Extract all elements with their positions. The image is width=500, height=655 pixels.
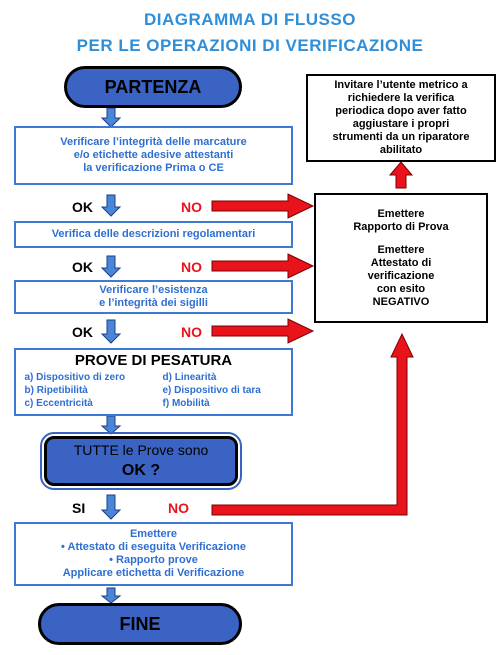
weighing-tests-title: PROVE DI PESATURA (74, 352, 233, 369)
down-arrow-7 (100, 587, 122, 604)
negative-line5: verificazione (367, 269, 435, 282)
step-check-markings: Verificare l’integrità delle marcature e… (14, 126, 293, 185)
down-arrow-2 (100, 194, 122, 217)
decision-question: TUTTE le Prove sono (73, 442, 209, 458)
test-item-mobility: f) Mobilità (162, 398, 210, 409)
step-check-seals: Verificare l’esistenza e l’integrità dei… (14, 280, 293, 314)
issue-certificate-bullet2: • Rapporto prove (109, 554, 198, 566)
issue-certificate-heading: Emettere (129, 528, 178, 540)
test-item-eccentricity: c) Eccentricità (24, 398, 93, 409)
negative-line4: Attestato di (370, 256, 432, 269)
decision-node: TUTTE le Prove sono OK ? (40, 432, 242, 490)
negative-line1: Emettere (377, 207, 425, 220)
diagram-title-line2: PER LE OPERAZIONI DI VERIFICAZIONE (76, 36, 424, 55)
step-check-seals-line2: e l’integrità dei sigilli (99, 297, 208, 309)
no-label-2: NO (181, 259, 202, 275)
no-label-3: NO (181, 324, 202, 340)
negative-line2: Rapporto di Prova (353, 220, 449, 233)
invite-line5: strumenti da un riparatore (332, 131, 470, 143)
invite-line4: aggiustare i propri (352, 118, 450, 130)
issue-certificate-footer: Applicare etichetta di Verificazione (62, 567, 245, 579)
down-arrow-4 (100, 319, 122, 344)
step-check-markings-line1: Verificare l’integrità delle marcature (60, 136, 247, 148)
down-arrow-1 (100, 107, 122, 128)
down-arrow-5 (100, 415, 122, 435)
issue-certificate-box: Emettere • Attestato di eseguita Verific… (14, 522, 293, 586)
start-node: PARTENZA (64, 66, 242, 108)
end-node: FINE (38, 603, 242, 645)
step-check-descriptions-label: Verifica delle descrizioni regolamentari (51, 228, 256, 240)
step-check-descriptions: Verifica delle descrizioni regolamentari (14, 221, 293, 248)
invite-line3: periodica dopo aver fatto (335, 105, 467, 117)
no-label-1: NO (181, 199, 202, 215)
step-check-markings-line3: la verificazione Prima o CE (83, 162, 224, 174)
invite-arrow (388, 161, 414, 189)
ok-label-2: OK (72, 259, 93, 275)
diagram-title-line1: DIAGRAMMA DI FLUSSO (144, 10, 356, 29)
test-item-repeatability: b) Ripetibilità (24, 385, 88, 396)
invite-line1: Invitare l’utente metrico a (334, 79, 468, 91)
invite-user-box: Invitare l’utente metrico a richiedere l… (306, 74, 496, 162)
step-check-seals-line1: Verificare l’esistenza (99, 284, 208, 296)
test-item-tare: e) Dispositivo di tara (162, 385, 261, 396)
step-check-markings-line2: e/o etichette adesive attestanti (73, 149, 234, 161)
test-item-zero: a) Dispositivo di zero (24, 372, 126, 383)
issue-certificate-bullet1: • Attestato di eseguita Verificazione (61, 541, 246, 553)
negative-line6: con esito (376, 282, 426, 295)
negative-line3: Emettere (377, 243, 425, 256)
ok-label-1: OK (72, 199, 93, 215)
no-label-final: NO (168, 500, 189, 516)
weighing-tests-list: a) Dispositivo di zero d) Linearità b) R… (25, 371, 283, 410)
negative-line7: NEGATIVO (372, 295, 430, 308)
no-arrow-1 (211, 193, 315, 219)
ok-label-3: OK (72, 324, 93, 340)
negative-outcome-box: Emettere Rapporto di Prova Emettere Atte… (314, 193, 488, 323)
invite-line2: richiedere la verifica (347, 92, 455, 104)
no-arrow-3 (211, 318, 315, 344)
invite-line6: abilitato (379, 144, 423, 156)
weighing-tests-box: PROVE DI PESATURA a) Dispositivo di zero… (14, 348, 293, 416)
decision-answer: OK ? (121, 462, 161, 479)
no-arrow-2 (211, 253, 315, 279)
down-arrow-3 (100, 255, 122, 278)
no-arrow-final (211, 332, 414, 516)
si-label: SI (72, 500, 86, 516)
test-item-linearity: d) Linearità (162, 372, 217, 383)
down-arrow-6 (100, 494, 122, 520)
